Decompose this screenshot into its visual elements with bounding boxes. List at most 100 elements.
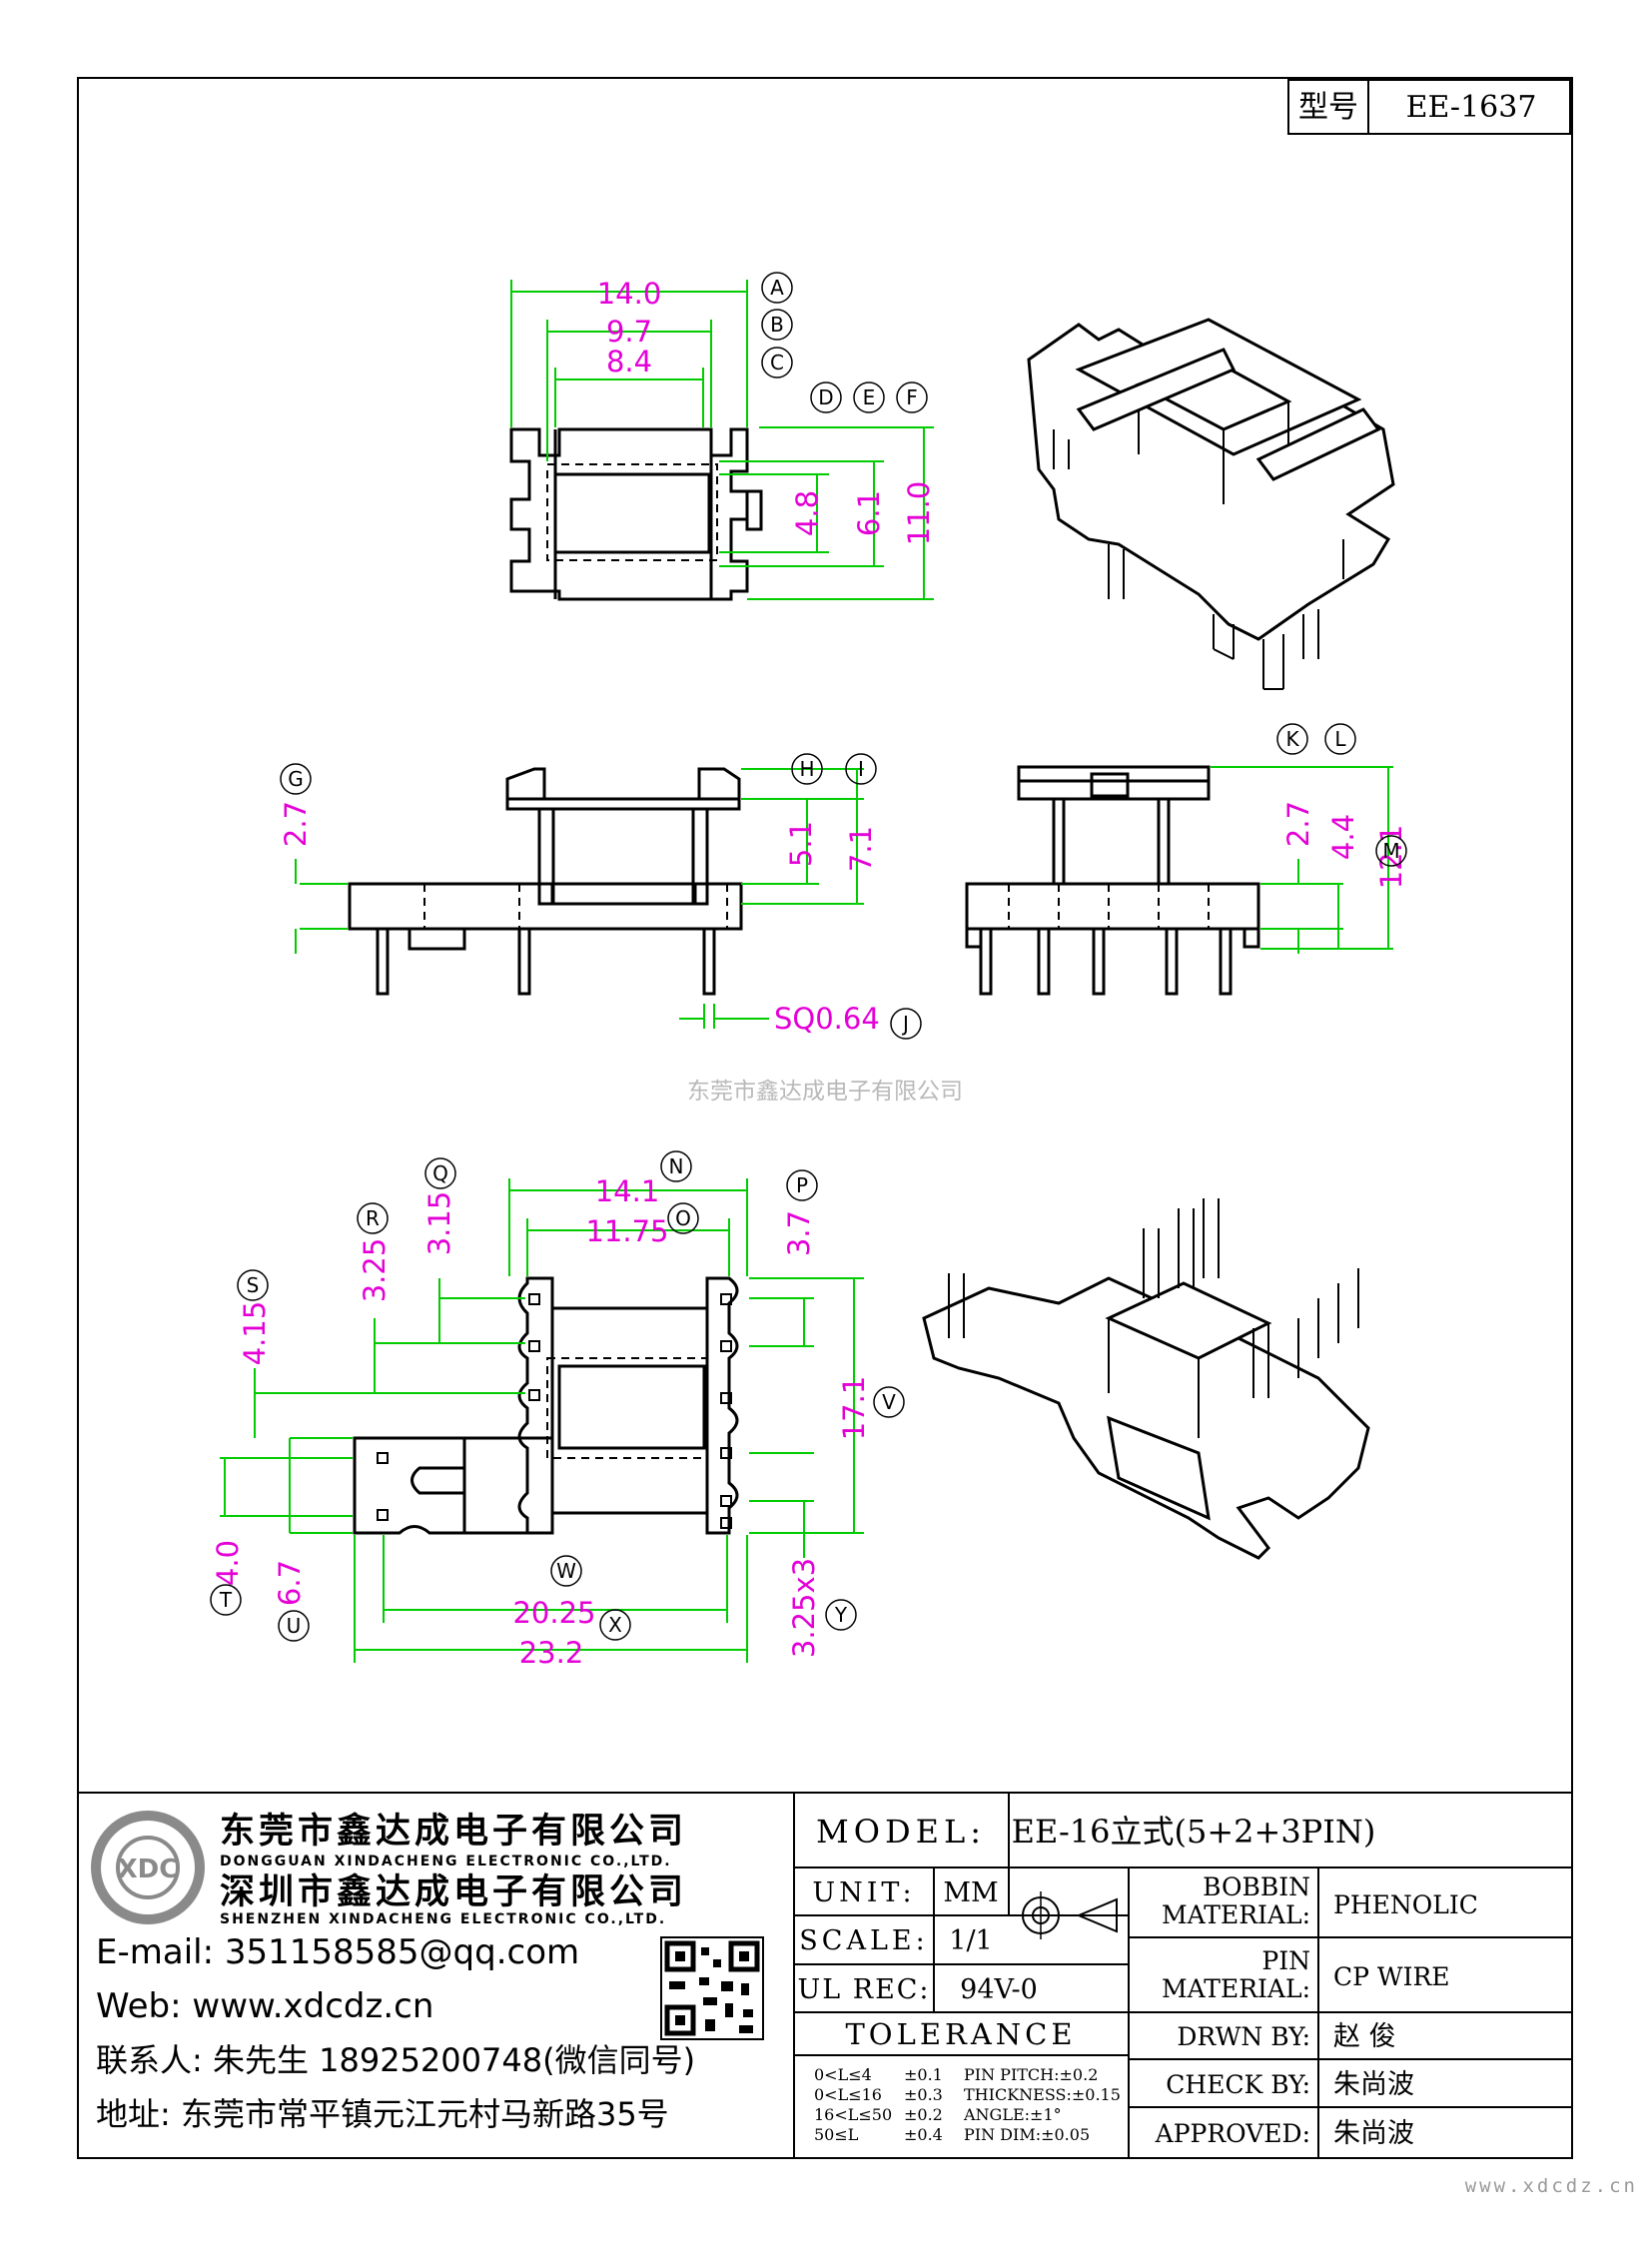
callout-letter-e: E [863,385,876,409]
callout-letter-y: Y [834,1603,848,1627]
title-block [78,1792,1572,2158]
dim-s-value: 4.15 [238,1301,272,1366]
callout-circle-a [761,272,793,304]
callout-circle-b [761,309,793,341]
callout-letter-d: D [818,385,833,409]
callout-letter-v: V [882,1390,896,1414]
callout-circle-c [761,347,793,378]
tol-range-1: 0<L≤16 [814,2085,882,2104]
callout-letter-t: T [219,1588,233,1612]
scale-value: 1/1 [949,1925,992,1956]
callout-letter-k: K [1285,727,1299,751]
dim-t-value: 4.0 [211,1540,245,1586]
callout-letter-n: N [669,1154,684,1178]
tol-note-1: THICKNESS:±0.15 [964,2085,1121,2104]
callout-circle-q [424,1157,456,1189]
pin-label-1: PIN [1261,1946,1310,1975]
type-value: EE-1637 [1406,90,1537,125]
dim-a-value: 14.0 [597,277,662,311]
callout-letter-q: Q [432,1161,448,1185]
approved-value: 朱尚波 [1333,2118,1414,2149]
callout-circle-g [280,763,312,795]
dim-r-value: 3.25 [358,1238,392,1303]
tolerance-table: 0<L≤4 ±0.1 PIN PITCH:±0.2 0<L≤16 ±0.3 TH… [814,2065,1121,2144]
bobbin-value: PHENOLIC [1333,1890,1478,1919]
company-address: 地址: 东莞市常平镇元江元村马新路35号 [96,2095,669,2133]
tol-value-0: ±0.1 [904,2065,943,2084]
callout-circle-e [853,381,885,413]
company-email: E-mail: 351158585@qq.com [96,1932,579,1972]
dim-e-value: 6.1 [852,490,886,536]
callout-letter-s: S [247,1273,260,1297]
tol-value-1: ±0.3 [904,2085,943,2104]
model-label: MODEL: [816,1813,986,1851]
model-value: EE-16立式(5+2+3PIN) [1012,1813,1376,1851]
dim-c-value: 8.4 [606,345,652,378]
callout-letter-r: R [366,1206,380,1230]
company-name-sz-en: SHENZHEN XINDACHENG ELECTRONIC CO.,LTD. [220,1911,666,1927]
dim-u-value: 6.7 [273,1560,307,1606]
ul-value: 94V-0 [960,1974,1038,2005]
tol-note-2: ANGLE:±1° [963,2105,1062,2124]
bobbin-label-2: MATERIAL: [1162,1900,1310,1929]
tol-note-3: PIN DIM:±0.05 [964,2125,1090,2144]
dim-w-value: 20.25 [512,1596,595,1630]
callout-circle-f [896,381,928,413]
callout-letter-o: O [675,1206,691,1230]
bobbin-label-1: BOBBIN [1203,1872,1310,1901]
callout-circle-y [825,1599,857,1631]
callout-circle-x [599,1609,631,1641]
dim-v-value: 17.1 [837,1376,871,1441]
callout-letter-x: X [608,1613,622,1637]
approved-label: APPROVED: [1155,2119,1310,2148]
company-contact: 联系人: 朱先生 18925200748(微信同号) [96,2041,695,2079]
dim-o-value: 11.75 [585,1214,668,1248]
callout-letter-w: W [556,1559,576,1583]
callout-circle-n [660,1150,692,1182]
callout-circle-o [667,1202,699,1234]
ul-label: UL REC: [797,1974,930,2005]
dim-k-value: 2.7 [1281,801,1315,847]
iso-view-2 [922,1198,1370,1560]
type-box: 型号 EE-1637 [1287,79,1571,135]
dim-l-value: 4.4 [1326,814,1360,860]
callout-circle-u [278,1610,310,1642]
callout-circle-j [890,1008,922,1040]
dim-q-value: 3.15 [422,1191,456,1256]
dim-h-value: 5.1 [784,821,818,867]
drawing-frame [77,77,1573,2159]
tol-range-0: 0<L≤4 [814,2065,872,2084]
dim-y-value: 3.25x3 [787,1558,821,1658]
callout-letter-j: J [901,1012,909,1036]
drawn-label: DRWN BY: [1177,2022,1310,2051]
bottom-view [220,1178,864,1663]
callout-circle-k [1276,723,1308,755]
pin-value: CP WIRE [1333,1962,1450,1991]
dim-g-value: 2.7 [279,801,313,847]
tolerance-label: TOLERANCE [845,2017,1076,2051]
dim-b-value: 9.7 [606,315,652,349]
tol-range-3: 50≤L [814,2125,859,2144]
tol-range-2: 16<L≤50 [814,2105,892,2124]
iso-view-1 [1027,318,1395,690]
callout-letter-l: L [1334,727,1346,751]
callout-letter-c: C [770,351,784,374]
projection-symbol [1017,1891,1118,1939]
dim-n-value: 14.1 [595,1174,660,1208]
callout-letter-m: M [1382,839,1399,863]
top-view [509,280,934,601]
callout-letter-a: A [770,276,784,300]
callout-letter-f: F [906,385,918,409]
check-value: 朱尚波 [1333,2069,1414,2100]
tol-value-2: ±0.2 [904,2105,943,2124]
callout-letter-p: P [796,1173,808,1197]
front-view [295,767,864,1029]
type-label: 型号 [1298,90,1358,125]
company-name-dg-en: DONGGUAN XINDACHENG ELECTRONIC CO.,LTD. [220,1854,672,1869]
callout-letter-h: H [799,757,814,781]
dim-d-value: 4.8 [790,490,824,536]
unit-value: MM [943,1877,998,1908]
logo-text: XDC [118,1855,179,1884]
scale-label: SCALE: [799,1925,928,1956]
